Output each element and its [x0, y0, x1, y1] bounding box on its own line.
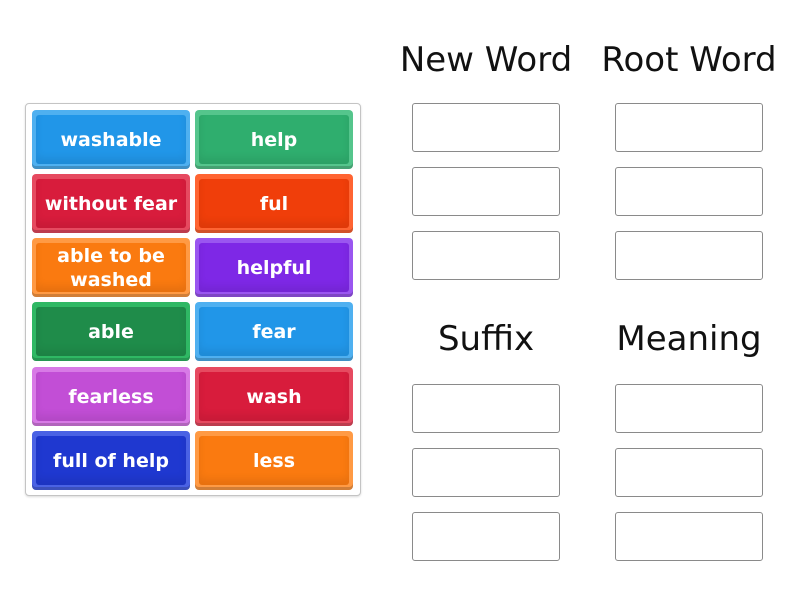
tile-washable[interactable]: washable: [32, 110, 190, 169]
group-heading-meaning: Meaning: [616, 319, 762, 359]
tile-without-fear[interactable]: without fear: [32, 174, 190, 233]
group-heading-root-word: Root Word: [601, 40, 777, 80]
drop-zone-meaning-2[interactable]: [615, 448, 763, 497]
tile-helpful[interactable]: helpful: [195, 238, 353, 297]
drop-zone-meaning-3[interactable]: [615, 512, 763, 561]
tile-wash[interactable]: wash: [195, 367, 353, 426]
tile-less[interactable]: less: [195, 431, 353, 490]
word-bank: washable help without fear ful able to b…: [25, 103, 361, 496]
drop-zone-root-word-2[interactable]: [615, 167, 763, 216]
drop-zone-suffix-1[interactable]: [412, 384, 560, 433]
drop-zone-root-word-3[interactable]: [615, 231, 763, 280]
tile-label: fearless: [68, 385, 154, 408]
tile-label: able: [88, 320, 134, 343]
drop-zone-suffix-3[interactable]: [412, 512, 560, 561]
tile-label: full of help: [53, 449, 169, 472]
tile-label: fear: [252, 320, 296, 343]
drop-zone-new-word-2[interactable]: [412, 167, 560, 216]
group-heading-suffix: Suffix: [437, 319, 535, 359]
tile-label: less: [252, 449, 296, 472]
tile-label: washable: [60, 128, 162, 151]
tile-label: help: [250, 128, 298, 151]
tile-help[interactable]: help: [195, 110, 353, 169]
tile-able-to-be-washed[interactable]: able to be washed: [32, 238, 190, 297]
drop-zone-new-word-3[interactable]: [412, 231, 560, 280]
group-heading-new-word: New Word: [399, 40, 573, 80]
tile-able[interactable]: able: [32, 302, 190, 361]
tile-ful[interactable]: ful: [195, 174, 353, 233]
drop-zone-root-word-1[interactable]: [615, 103, 763, 152]
tile-fearless[interactable]: fearless: [32, 367, 190, 426]
drop-zone-new-word-1[interactable]: [412, 103, 560, 152]
tile-label: able to be washed: [57, 244, 165, 291]
tile-fear[interactable]: fear: [195, 302, 353, 361]
tile-label: ful: [259, 192, 289, 215]
tile-label: helpful: [236, 256, 312, 279]
drop-zone-meaning-1[interactable]: [615, 384, 763, 433]
tile-label: without fear: [44, 192, 178, 215]
drop-zone-suffix-2[interactable]: [412, 448, 560, 497]
tile-label: wash: [246, 385, 302, 408]
tile-full-of-help[interactable]: full of help: [32, 431, 190, 490]
